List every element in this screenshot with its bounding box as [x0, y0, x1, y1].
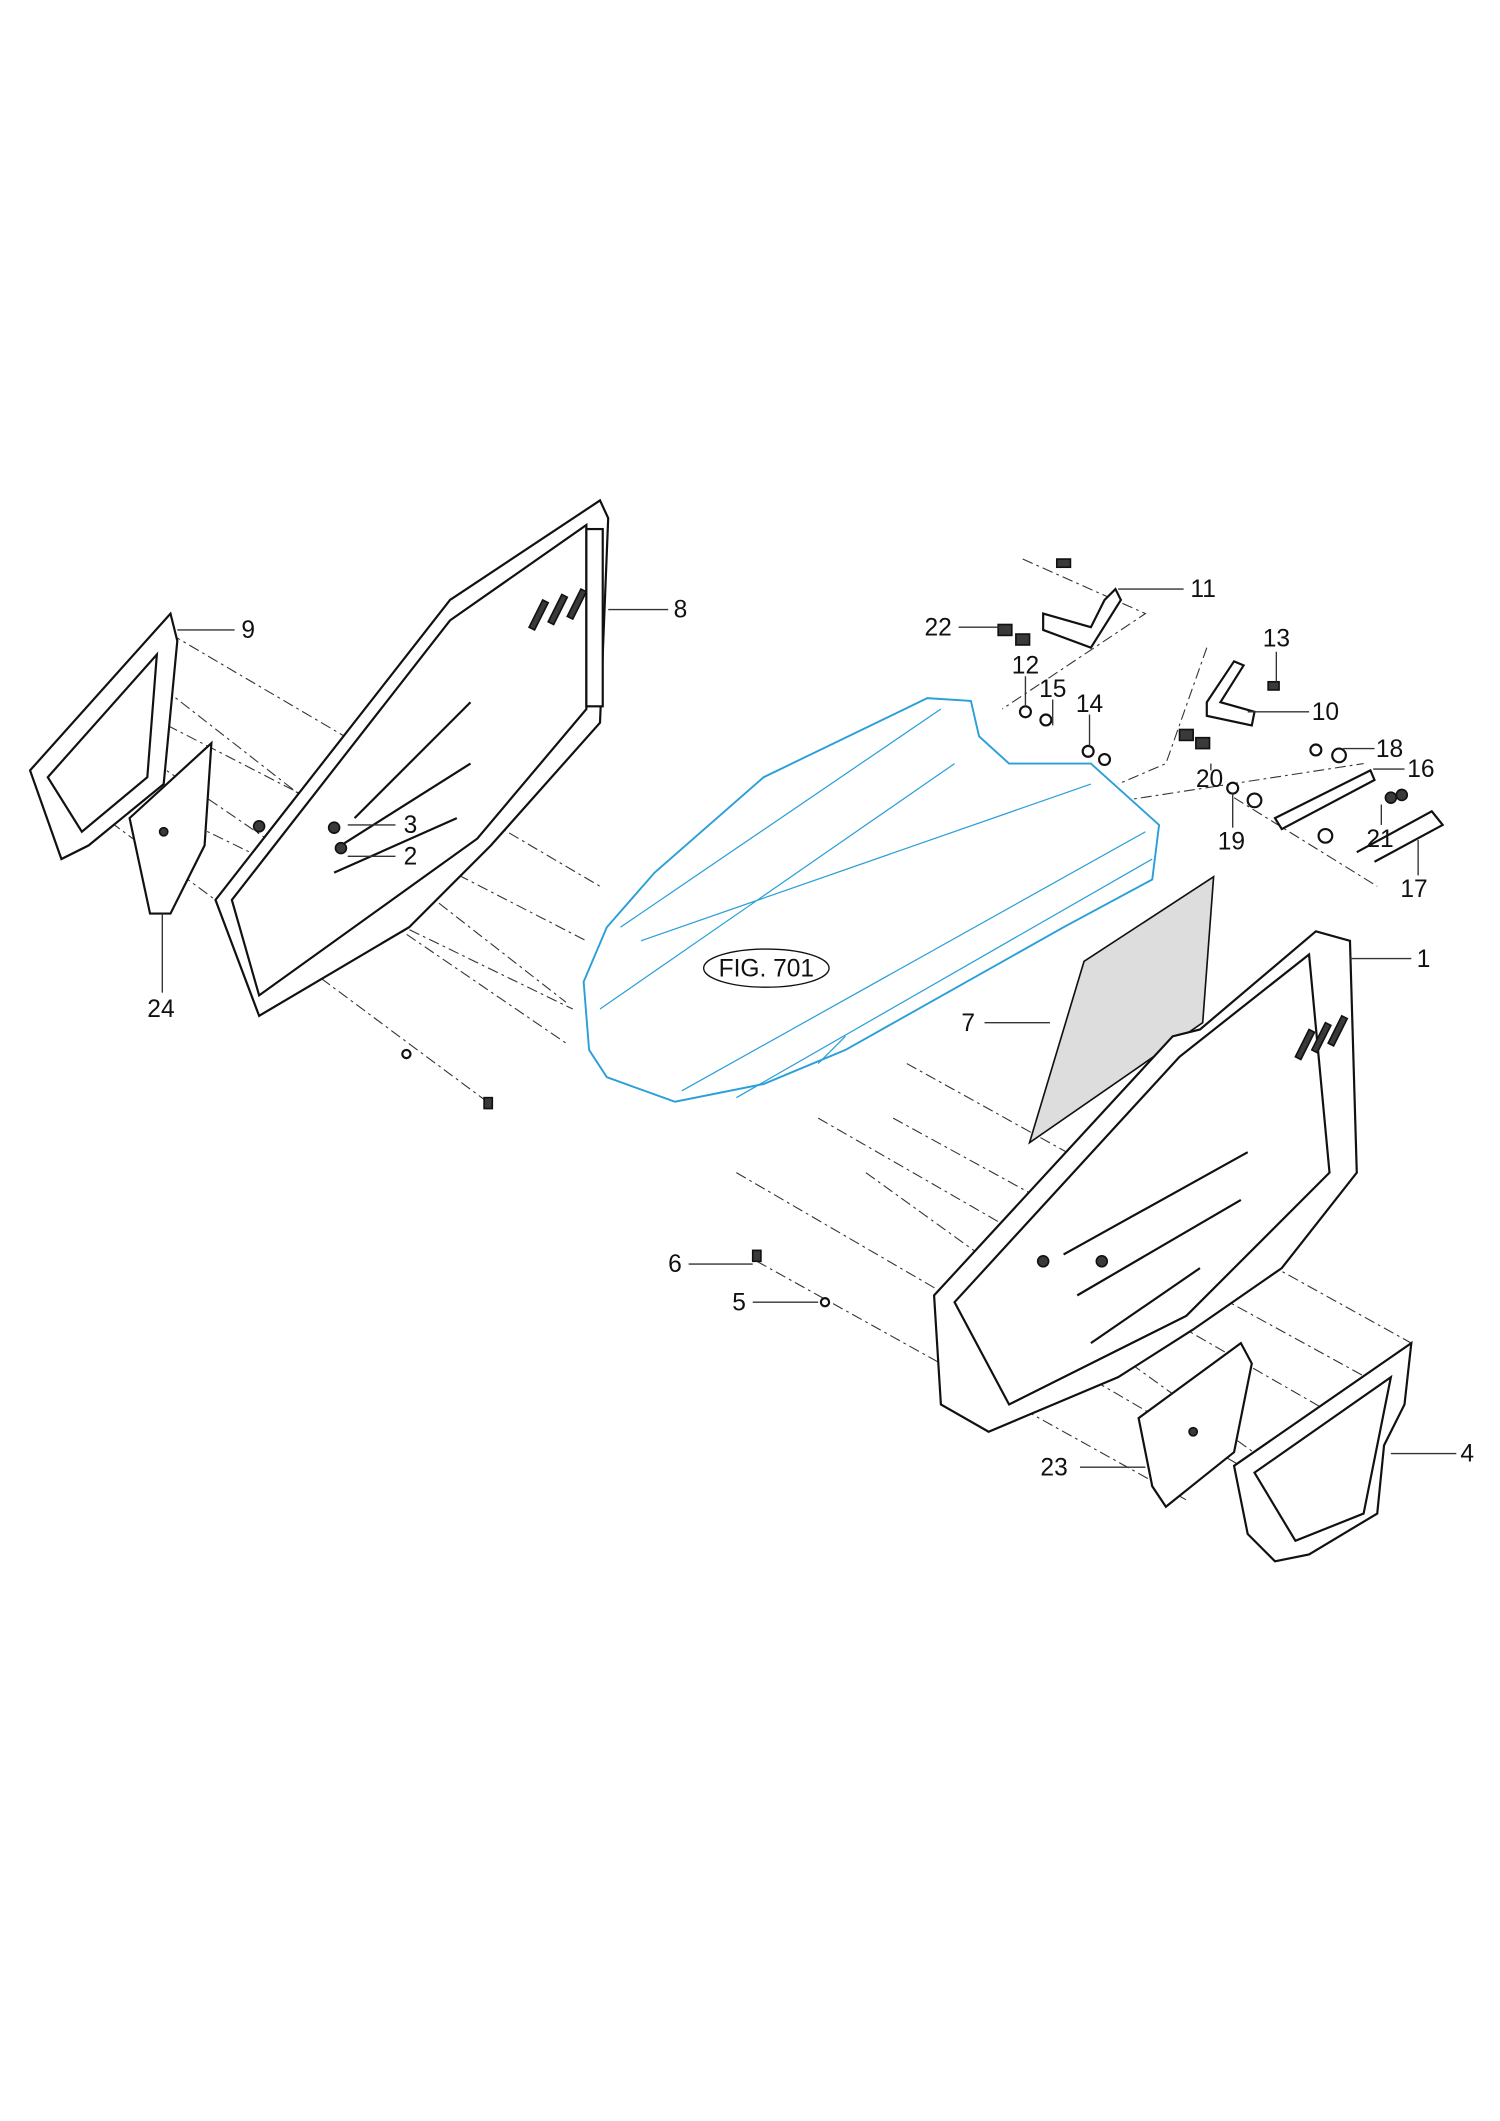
figure-reference-badge: [702, 948, 830, 988]
left-cover-panel: [128, 740, 213, 915]
callout-3: 3: [404, 812, 418, 839]
callout-18: 18: [1376, 736, 1403, 763]
callout-2: 2: [404, 843, 418, 870]
callout-9: 9: [241, 617, 255, 644]
right-trim-panel: [1232, 1340, 1413, 1563]
right-cover-panel: [1137, 1341, 1253, 1509]
callout-5: 5: [732, 1289, 746, 1316]
callout-10: 10: [1312, 699, 1339, 726]
left-side-panel: [214, 498, 610, 1018]
figure-reference-label: FIG. 701: [719, 955, 814, 982]
brackets-and-hardware: [252, 558, 1445, 1308]
callout-8: 8: [674, 597, 688, 624]
callout-23: 23: [1040, 1454, 1067, 1481]
callout-1: 1: [1417, 946, 1431, 973]
callout-24: 24: [147, 996, 174, 1023]
callout-12: 12: [1012, 653, 1039, 680]
callout-21: 21: [1366, 826, 1393, 853]
left-trim-panel: [28, 611, 179, 861]
callout-13: 13: [1263, 625, 1290, 652]
callout-17: 17: [1400, 876, 1427, 903]
callout-20: 20: [1196, 766, 1223, 793]
plate: [1028, 875, 1215, 1145]
callout-4: 4: [1460, 1441, 1474, 1468]
callout-14: 14: [1076, 691, 1103, 718]
callout-19: 19: [1218, 828, 1245, 855]
hood-reference: FIG. 701: [582, 697, 1161, 1103]
callout-11: 11: [1190, 576, 1215, 603]
callout-7: 7: [961, 1010, 975, 1037]
right-side-panel: [932, 930, 1358, 1433]
callout-6: 6: [668, 1251, 682, 1278]
callout-15: 15: [1039, 676, 1066, 703]
callout-22: 22: [925, 614, 952, 641]
callouts: 11 22 13 12 15 14 10 18 16 20 19 21 17 9…: [147, 576, 1474, 1481]
callout-16: 16: [1407, 756, 1434, 783]
